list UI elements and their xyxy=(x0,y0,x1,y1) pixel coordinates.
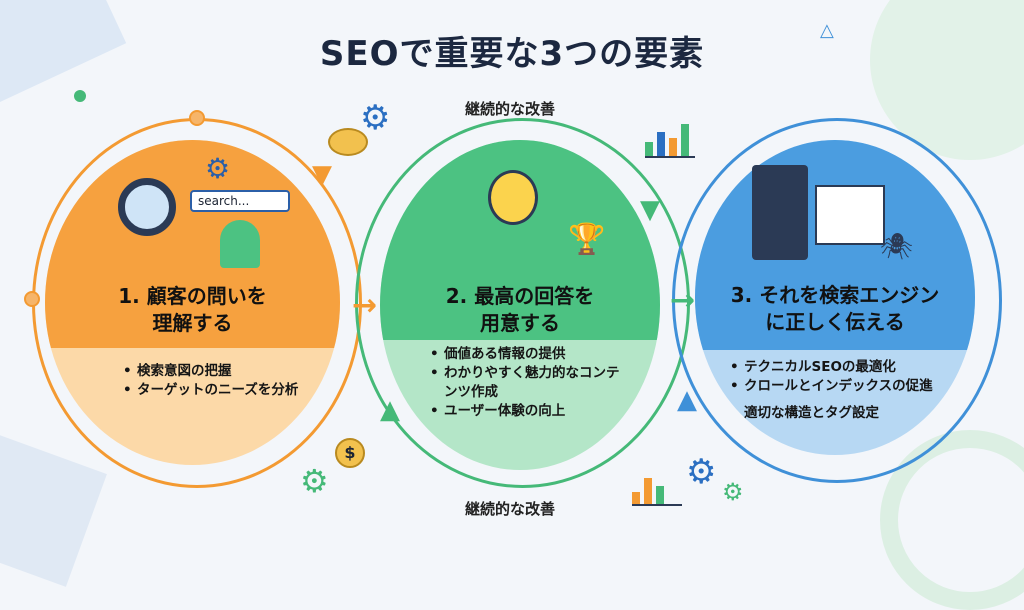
list-item: ターゲットのニーズを分析 xyxy=(123,381,303,400)
person-icon xyxy=(220,220,260,268)
list-item: ユーザー体験の向上 xyxy=(430,402,630,421)
lightbulb-icon xyxy=(488,170,538,225)
step-list: 検索意図の把握 ターゲットのニーズを分析 xyxy=(123,362,303,400)
list-item: クロールとインデックスの促進 xyxy=(730,377,950,396)
gear-icon: ⚙ xyxy=(722,478,744,506)
bar-chart-icon xyxy=(645,120,695,158)
list-item: 検索意図の把握 xyxy=(123,362,303,381)
arrow-up-icon: ▲ xyxy=(677,385,697,415)
gear-icon: ⚙ xyxy=(300,462,329,500)
dot-icon xyxy=(74,90,86,102)
bg-shape xyxy=(0,433,107,587)
gear-icon: ⚙ xyxy=(360,98,391,138)
ring-node xyxy=(189,110,205,126)
step-title: 2. 最高の回答を用意する xyxy=(445,284,595,335)
gear-icon: ⚙ xyxy=(686,452,717,492)
step-title: 3. それを検索エンジンに正しく伝える xyxy=(730,283,940,334)
list-item: テクニカルSEOの最適化 xyxy=(730,358,950,377)
dollar-coin-icon: $ xyxy=(335,438,365,468)
gear-icon: ⚙ xyxy=(205,152,231,185)
step-list: 価値ある情報の提供 わかりやすく魅力的なコンテンツ作成 ユーザー体験の向上 xyxy=(430,345,630,421)
arrow-right-icon: → xyxy=(670,283,696,318)
spider-icon: 🕷 xyxy=(880,232,914,262)
search-box: search... xyxy=(190,190,290,212)
cycle-label-bottom: 継続的な改善 xyxy=(464,500,555,518)
list-item: 価値ある情報の提供 xyxy=(430,345,630,364)
triangle-icon: △ xyxy=(820,20,834,41)
arrow-down-icon: ▼ xyxy=(640,195,660,225)
step-list: テクニカルSEOの最適化 クロールとインデックスの促進 適切な構造とタグ設定 xyxy=(730,358,950,423)
trophy-icon: 🏆 xyxy=(568,222,606,257)
list-item: わかりやすく魅力的なコンテンツ作成 xyxy=(430,364,630,402)
cycle-label-top: 継続的な改善 xyxy=(464,100,555,118)
web-icon xyxy=(815,185,885,245)
list-item: 適切な構造とタグ設定 xyxy=(730,404,950,423)
bar-chart-icon xyxy=(632,470,682,506)
arrow-down-icon: ▼ xyxy=(312,160,332,190)
step-title: 1. 顧客の問いを理解する xyxy=(118,284,267,335)
arrow-right-icon: → xyxy=(352,288,378,323)
server-icon xyxy=(752,165,808,260)
coin-icon xyxy=(328,128,368,156)
arrow-up-icon: ▲ xyxy=(380,395,400,425)
magnifier-icon xyxy=(118,178,176,236)
page-title: SEOで重要な3つの要素 xyxy=(319,34,705,74)
ring-blue xyxy=(672,118,1002,483)
ring-node xyxy=(24,291,40,307)
